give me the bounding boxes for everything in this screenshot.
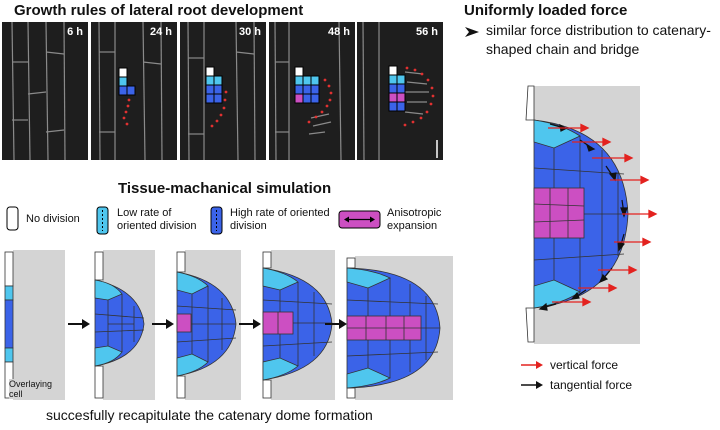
- simulation-stage-1: [4, 250, 65, 400]
- tangential-force-label: tangential force: [550, 378, 633, 392]
- legend-high-rate-swatch: [210, 206, 223, 235]
- micrograph-30h: 30 h: [180, 22, 266, 160]
- force-diagram: [525, 85, 658, 344]
- micrograph-48h: 48 h: [269, 22, 355, 160]
- arrow-icon: [152, 319, 174, 329]
- tangential-force-legend-icon: [521, 381, 543, 389]
- legend-low-rate-label: Low rate of oriented division: [117, 207, 197, 232]
- simulation-stage-5: [346, 256, 453, 400]
- simulation-stage-3: [176, 250, 241, 400]
- micrograph-6h: 6 h: [2, 22, 88, 160]
- vertical-force-legend-icon: [521, 361, 543, 369]
- bullet-arrowhead-icon: [465, 27, 479, 37]
- vertical-force-label: vertical force: [550, 358, 619, 372]
- timepoint-label-24h: 24 h: [149, 26, 172, 38]
- legend-anisotropic-label: Anisotropic expansion: [387, 207, 442, 232]
- panel-c-title: Uniformly loaded force: [464, 2, 628, 19]
- legend-low-rate-swatch: [96, 206, 109, 235]
- arrow-icon: [239, 319, 261, 329]
- arrow-icon: [68, 319, 90, 329]
- micrograph-56h: 56 h: [357, 22, 443, 160]
- legend-high-rate-label: High rate of oriented division: [230, 207, 330, 232]
- panel-c-bullet: similar force distribution to catenary-s…: [486, 22, 711, 57]
- legend-no-division-swatch: [6, 206, 19, 231]
- simulation-caption: succesfully recapitulate the catenary do…: [46, 407, 373, 423]
- overlaying-cell-label: Overlaying cell: [9, 379, 53, 399]
- micrograph-24h: 24 h: [91, 22, 177, 160]
- timepoint-label-48h: 48 h: [327, 26, 350, 38]
- timepoint-label-56h: 56 h: [415, 26, 438, 38]
- micrograph-24h-drawing: [98, 22, 163, 160]
- micrograph-56h-drawing: [362, 22, 438, 160]
- legend-no-division-label: No division: [26, 213, 80, 225]
- micrograph-6h-drawing: [11, 22, 66, 160]
- arrow-icon: [325, 319, 347, 329]
- simulation-stage-2: [94, 250, 155, 400]
- micrograph-30h-drawing: [187, 22, 256, 160]
- panel-a-title: Growth rules of lateral root development: [14, 2, 304, 19]
- timepoint-label-30h: 30 h: [238, 26, 261, 38]
- simulation-stage-4: [262, 250, 335, 400]
- legend-anisotropic-swatch: [338, 210, 381, 229]
- timepoint-label-6h: 6 h: [67, 26, 83, 38]
- panel-b-title: Tissue-machanical simulation: [118, 180, 332, 197]
- micrograph-48h-drawing: [274, 22, 342, 160]
